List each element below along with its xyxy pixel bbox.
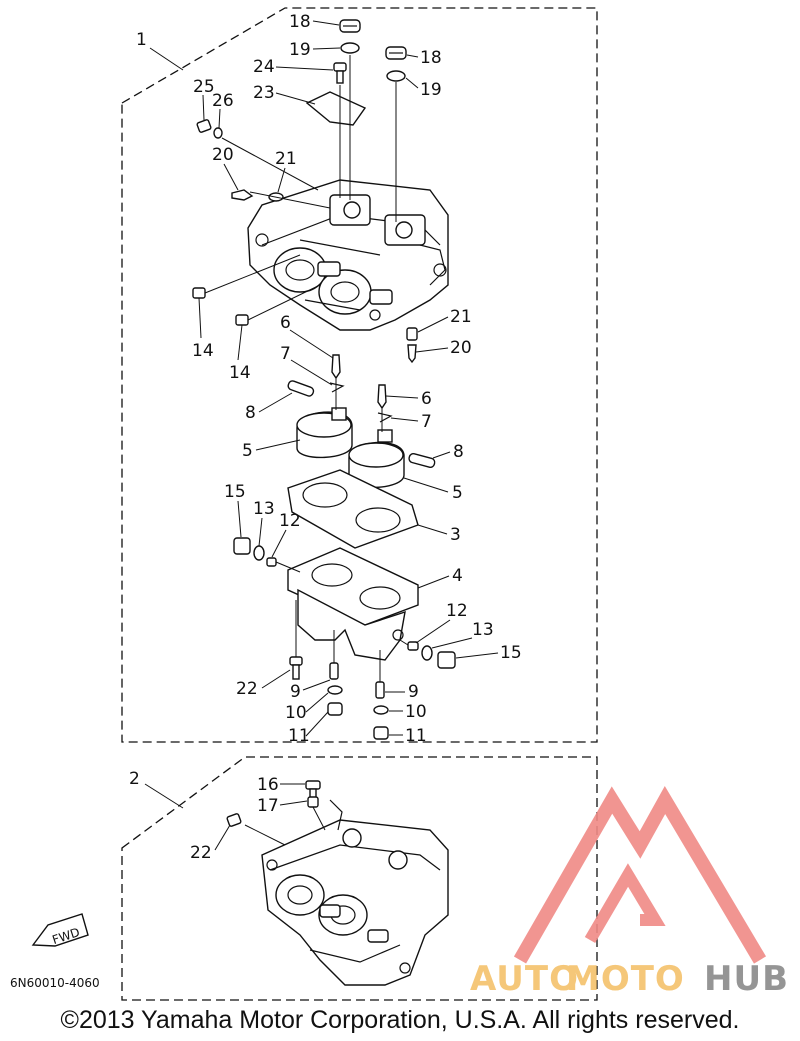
carburetor-body-upper [247,179,449,331]
float-pin-8-left [287,380,315,397]
callout-15: 15 [224,482,246,502]
callout-14: 14 [229,363,251,383]
callout-26: 26 [212,91,234,111]
spring-17 [307,796,319,808]
assembly-2-boundary [121,756,598,1001]
washer-10-left [327,685,343,695]
callout-15: 15 [500,643,522,663]
screw-14-left [192,287,206,299]
callout-22: 22 [190,843,212,863]
screw-22-lower [226,813,242,827]
callout-20: 20 [212,145,234,165]
drain-plug-15-left [233,537,251,555]
callout-11: 11 [288,726,310,746]
callout-5: 5 [242,441,253,461]
callout-5: 5 [452,483,463,503]
float-pin-8-right [408,452,436,468]
screw-24 [333,62,347,84]
watermark-inner-triangle [584,863,666,944]
pilot-screw-25 [196,119,212,133]
callout-18: 18 [289,12,311,32]
callout-10: 10 [285,703,307,723]
automotohub-watermark: AUTO MOTO HUB [470,785,789,999]
assembly-1-boundary [121,7,598,743]
callout-9: 9 [408,682,419,702]
o-ring-13-left [253,545,265,561]
needle-valve-6-right [377,384,387,410]
callout-11: 11 [405,726,427,746]
spring-26 [213,127,223,139]
float-5-left [296,407,353,459]
jet-12-right [407,641,419,651]
washer-19-right [386,70,406,82]
callout-20: 20 [450,338,472,358]
callout-8: 8 [453,442,464,462]
callout-25: 25 [193,77,215,97]
spring-21-right [406,327,418,341]
clip-7-right [377,412,393,423]
callouts-assembly-2: 16 17 22 [190,775,308,863]
main-jet-9-right [375,681,385,699]
plug-screw-18-right [385,46,407,60]
main-jet-9-left [329,662,339,680]
callout-6: 6 [280,313,291,333]
assembly-1-leader [149,47,184,71]
callout-22: 22 [236,679,258,699]
watermark-moto-text: MOTO [566,959,685,999]
screw-22-upper [289,656,303,680]
needle-screw-20-right [407,344,417,364]
screw-16 [305,780,321,800]
screw-14-right [235,314,249,326]
callout-7: 7 [421,412,432,432]
watermark-triangle-logo [513,785,767,964]
washer-10-right [373,705,389,715]
watermark-auto-text: AUTO [470,959,579,999]
jet-12-left [266,557,277,567]
carburetor-assembly-lower [261,799,449,986]
callout-4: 4 [452,566,463,586]
callout-13: 13 [472,620,494,640]
fwd-arrow-icon: FWD [31,913,89,947]
plug-11-left [327,702,343,716]
callout-10: 10 [405,702,427,722]
o-ring-13-right [421,645,433,661]
callout-12: 12 [446,601,468,621]
float-5-right [348,429,405,489]
watermark-hub-text: HUB [704,959,789,999]
callout-14: 14 [192,341,214,361]
callout-19: 19 [289,40,311,60]
copyright-footer: ©2013 Yamaha Motor Corporation, U.S.A. A… [60,1006,740,1034]
callout-23: 23 [253,83,275,103]
assembly-1-label: 1 [136,30,147,50]
callout-7: 7 [280,344,291,364]
float-chamber-4 [287,547,419,661]
callouts-assembly-1: 18 19 18 19 24 23 25 26 20 21 21 20 14 1… [192,12,522,746]
callout-16: 16 [257,775,279,795]
assembly-2-label: 2 [129,769,140,789]
callout-12: 12 [279,511,301,531]
needle-valve-6-left [331,354,341,380]
cover-plate-23 [305,91,367,126]
callout-21: 21 [450,307,472,327]
assembly-2-leader [144,783,184,809]
callout-13: 13 [253,499,275,519]
callout-6: 6 [421,389,432,409]
callout-21: 21 [275,149,297,169]
callout-18: 18 [420,48,442,68]
callout-19: 19 [420,80,442,100]
plug-11-right [373,726,389,740]
callout-17: 17 [257,796,279,816]
drain-plug-15-right [437,651,456,669]
callout-9: 9 [290,682,301,702]
plug-screw-18-left [339,19,361,33]
part-code: 6N60010-4060 [10,976,100,990]
needle-screw-20-left [231,189,254,201]
callout-8: 8 [245,403,256,423]
washer-19-left [340,42,360,54]
callout-3: 3 [450,525,461,545]
callout-24: 24 [253,57,275,77]
